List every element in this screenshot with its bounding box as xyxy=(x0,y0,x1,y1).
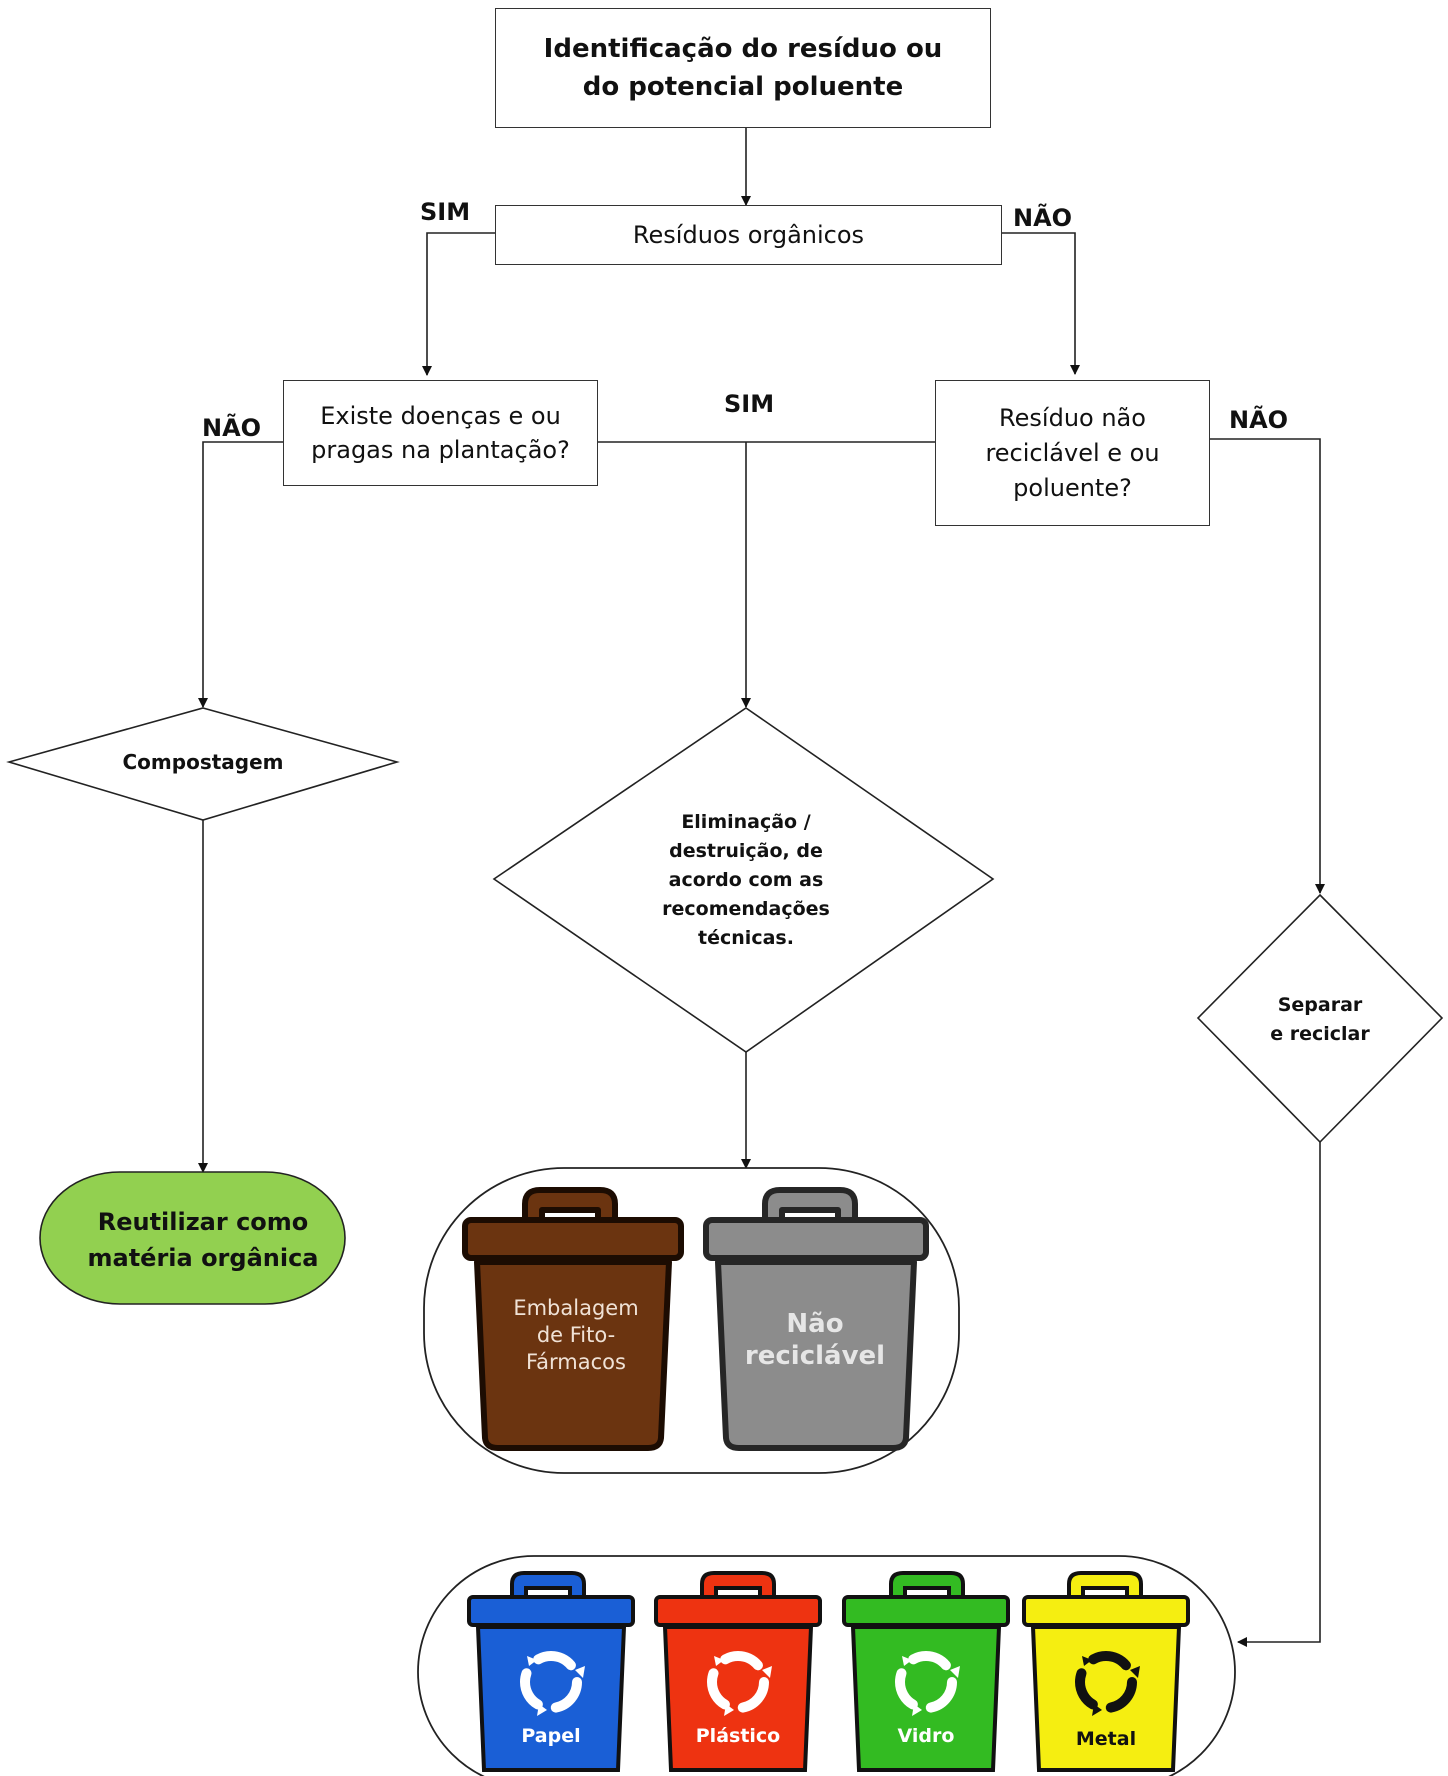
label-middle-yes: SIM xyxy=(724,390,775,418)
node-organic: Resíduos orgânicos xyxy=(495,205,1002,265)
bin-metal-label: Metal xyxy=(1075,1728,1137,1750)
arrow-nonrec-no xyxy=(1210,438,1325,894)
diamond-separate xyxy=(1196,893,1444,1144)
recycle-icon xyxy=(707,1651,772,1716)
bin-nao-reciclavel-label: Não reciclável xyxy=(744,1309,886,1371)
bin-fito-farmacos xyxy=(462,1187,684,1451)
bin-metal xyxy=(1022,1571,1190,1772)
arrow-diseases-no xyxy=(198,441,283,708)
bin-papel xyxy=(467,1571,635,1772)
bin-plastico xyxy=(654,1571,822,1772)
node-diseases: Existe doenças e ou pragas na plantação? xyxy=(283,380,598,486)
label-nonrec-no: NÃO xyxy=(1229,406,1289,434)
node-reuse: Reutilizar como matéria orgânica xyxy=(87,1208,319,1272)
reuse-terminator xyxy=(39,1171,346,1305)
bin-fito-farmacos-label: Embalagem de Fito-Fármacos xyxy=(513,1295,639,1374)
bin-plastico-label: Plástico xyxy=(695,1725,781,1747)
bin-vidro-label: Vidro xyxy=(897,1725,955,1747)
recycle-icon xyxy=(1075,1651,1140,1716)
label-diseases-no: NÃO xyxy=(202,414,262,442)
arrow-organic-yes xyxy=(422,232,495,376)
node-start: Identificação do resíduo ou do potencial… xyxy=(495,8,991,128)
bin-nao-reciclavel xyxy=(703,1187,929,1451)
diamond-compost xyxy=(6,707,400,821)
bin-vidro xyxy=(842,1571,1010,1772)
diamond-eliminate-label: Eliminação / destruição, de acordo com a… xyxy=(662,810,830,949)
recycle-icon xyxy=(895,1651,960,1716)
diamond-separate-label: Separar e reciclar xyxy=(1270,994,1370,1045)
node-non-recyclable: Resíduo não reciclável e ou poluente? xyxy=(935,380,1210,526)
arrow-organic-no xyxy=(1002,232,1080,375)
diamond-compost-label: Compostagem xyxy=(122,750,284,774)
bin-papel-label: Papel xyxy=(521,1725,581,1747)
label-organic-yes: SIM xyxy=(420,198,471,226)
diamond-eliminate xyxy=(492,707,995,1053)
label-organic-no: NÃO xyxy=(1013,204,1073,232)
arrow-separate-bins xyxy=(1237,1142,1321,1647)
recycle-icon xyxy=(520,1651,585,1716)
